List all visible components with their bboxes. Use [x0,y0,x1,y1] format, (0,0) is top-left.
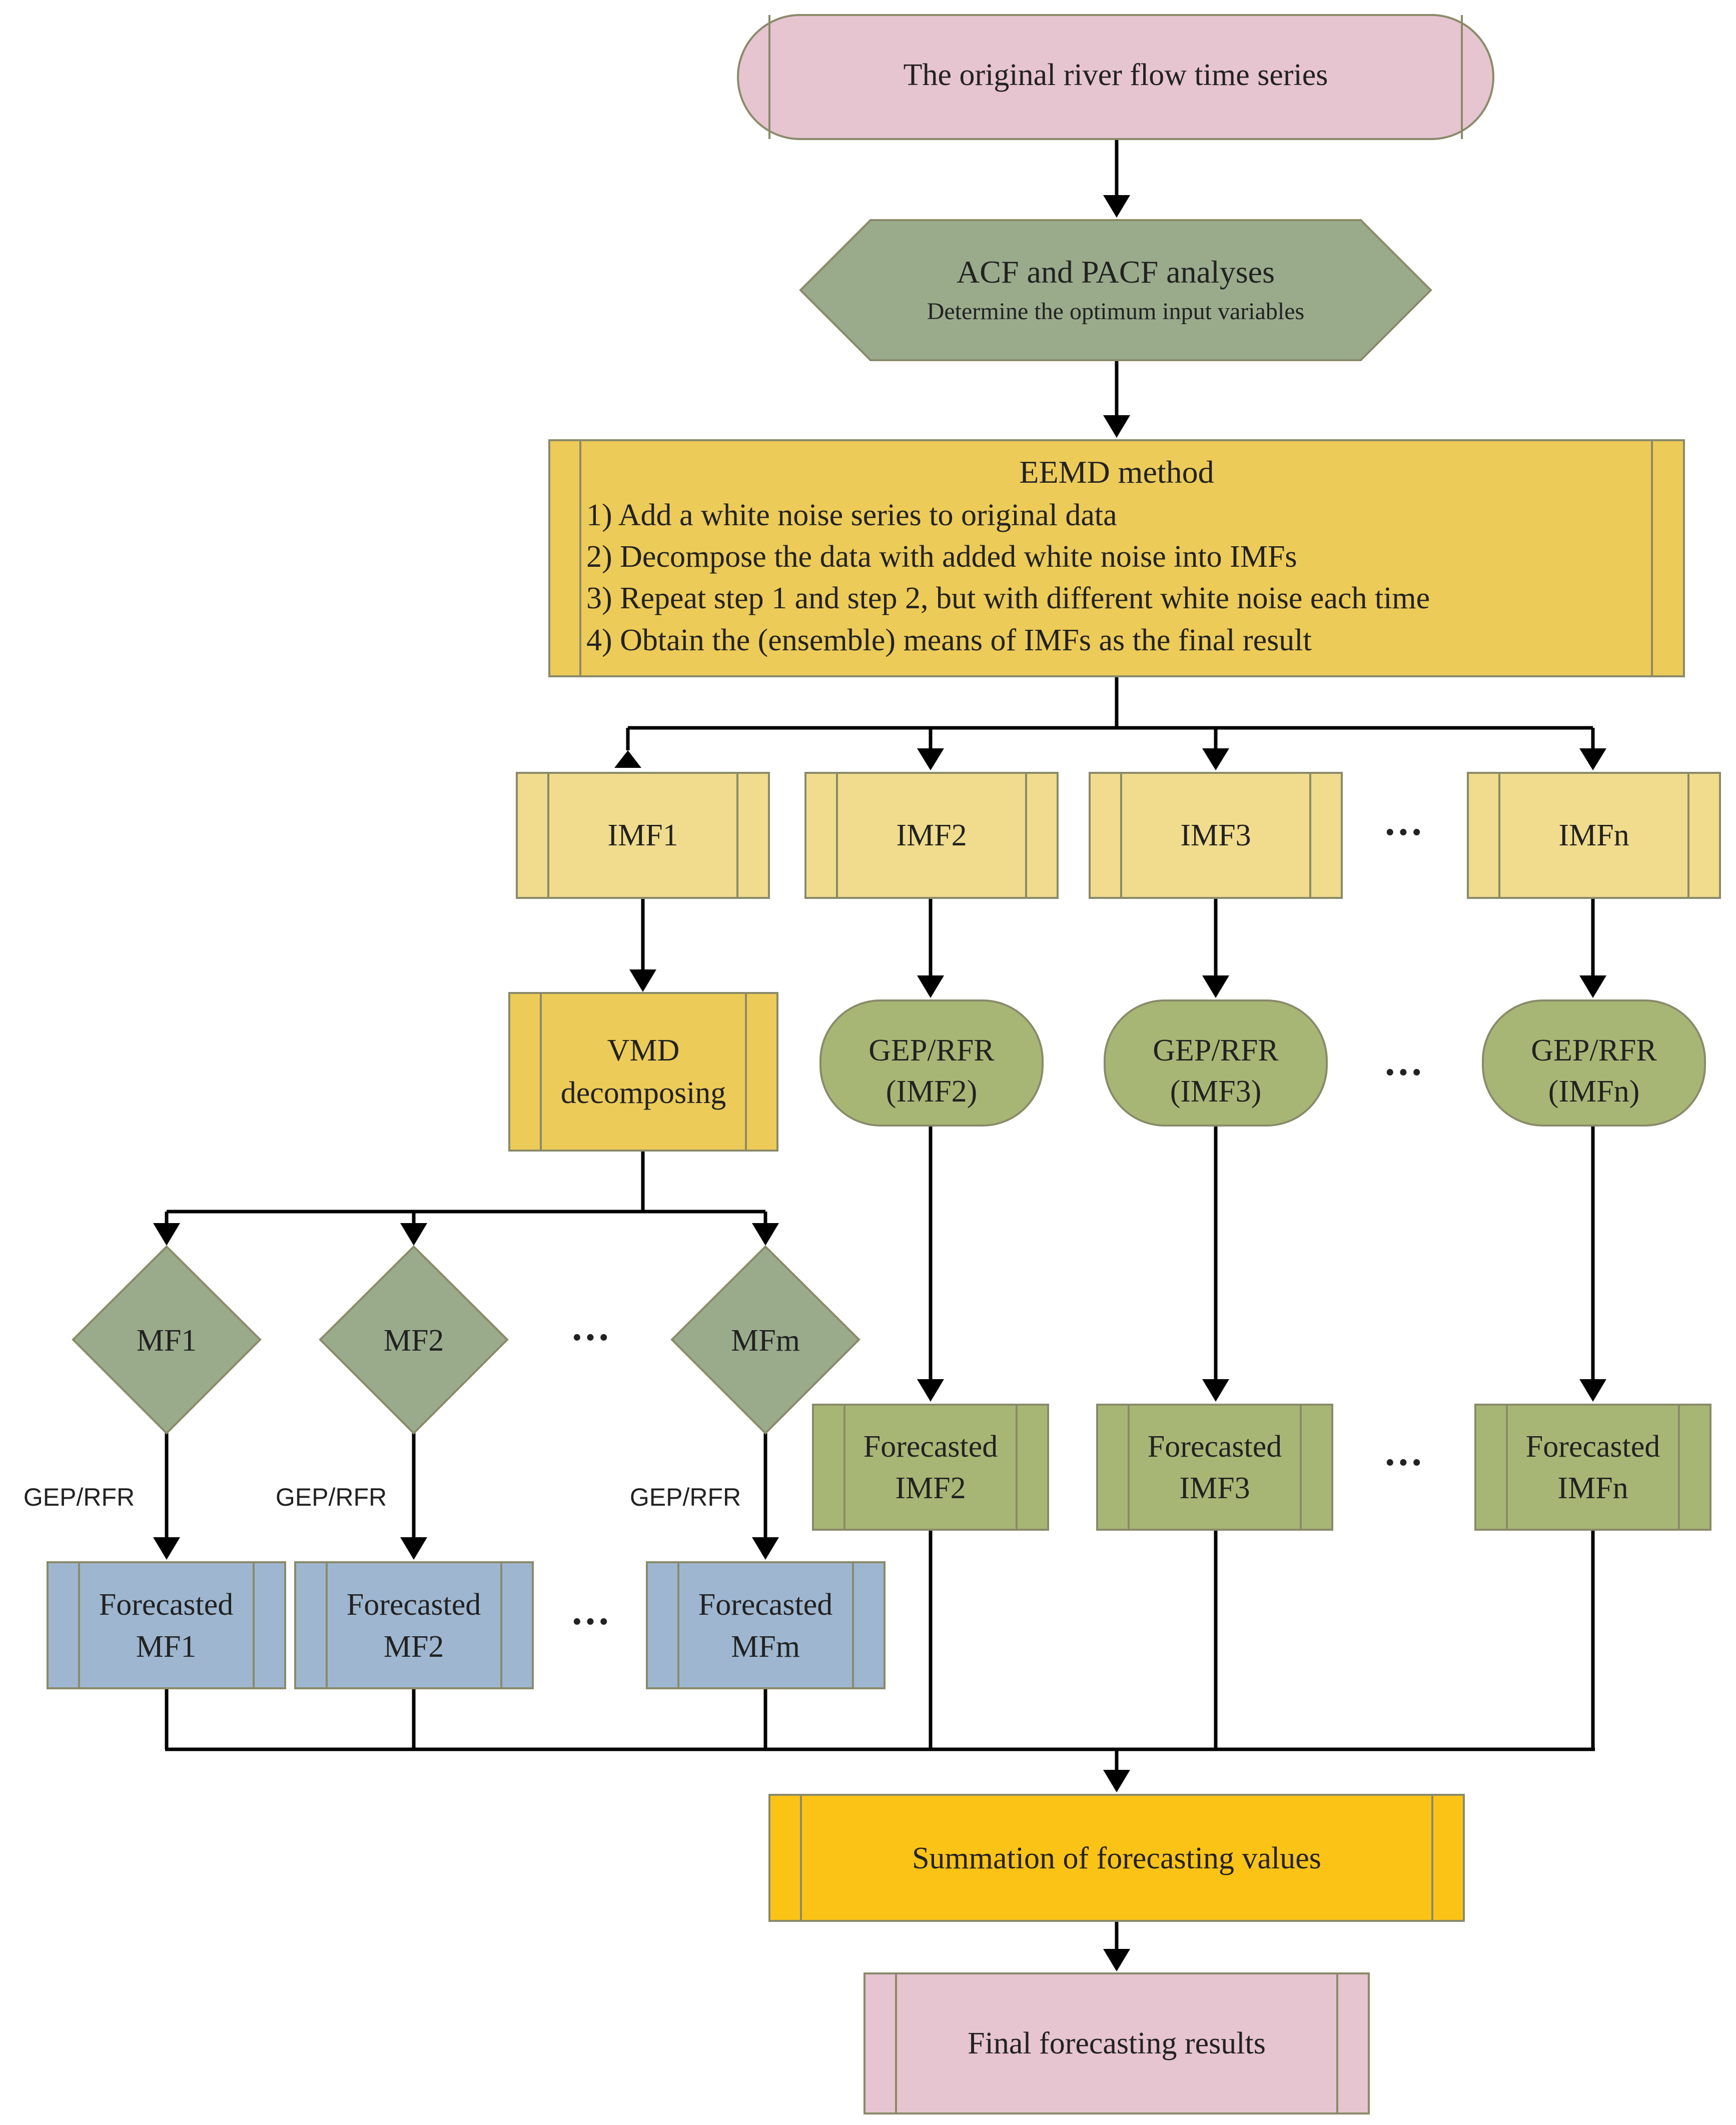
acf-subtitle: Determine the optimum input variables [927,298,1304,325]
connectors [153,139,1606,1971]
mf2-label: MF2 [384,1324,444,1358]
forecasted-mf-ellipsis: ··· [570,1600,610,1644]
forecasted-mfm-label-2: MFm [731,1630,800,1664]
gep-imf3-label-1: GEP/RFR [1153,1033,1279,1068]
arrowhead [1103,415,1130,438]
mf1-label: MF1 [137,1324,197,1358]
forecasted-mf1-node: Forecasted MF1 [47,1561,286,1689]
mf-ellipsis: ··· [570,1316,610,1360]
forecasted-mf2-label-1: Forecasted [347,1588,481,1622]
arrowhead [629,969,656,992]
forecasted-imf3-label-2: IMF3 [1179,1471,1250,1505]
forecasted-imf2-label-2: IMF2 [895,1471,966,1505]
gep-imf3-node: GEP/RFR (IMF3) [1104,999,1328,1127]
gep-imf2-node: GEP/RFR (IMF2) [819,999,1044,1127]
eemd-node: EEMD method 1) Add a white noise series … [548,439,1685,677]
final-label: Final forecasting results [968,2026,1266,2060]
arrowhead [1202,1379,1229,1402]
forecasted-imf2-node: Forecasted IMF2 [812,1404,1049,1531]
forecasted-imf3-label-1: Forecasted [1148,1430,1282,1464]
forecasted-imf3-node: Forecasted IMF3 [1096,1404,1333,1531]
eemd-step-3: 3) Repeat step 1 and step 2, but with di… [586,581,1430,615]
forecasted-imfn-node: Forecasted IMFn [1474,1404,1711,1531]
vmd-label-1: VMD [607,1033,680,1068]
eemd-step-2: 2) Decompose the data with added white n… [586,540,1297,574]
arrowhead [752,1223,779,1246]
forecasted-mf2-node: Forecasted MF2 [294,1561,534,1689]
forecasted-mf1-label-1: Forecasted [99,1588,234,1622]
imfn-label: IMFn [1558,818,1629,852]
arrowhead [400,1223,427,1246]
arrowhead [1579,1379,1606,1402]
arrowhead [1202,975,1229,998]
arrowhead [1579,975,1606,998]
gep-imfn-node: GEP/RFR (IMFn) [1482,999,1706,1127]
forecasted-mf2-label-2: MF2 [384,1630,444,1664]
mf1-node: MF1 [72,1245,262,1435]
gep-imfn-label-1: GEP/RFR [1531,1033,1657,1068]
eemd-step-4: 4) Obtain the (ensemble) means of IMFs a… [586,623,1312,657]
gep-imf2-label-1: GEP/RFR [869,1033,995,1068]
arrowhead [917,748,944,770]
gep-imf3-label-2: (IMF3) [1170,1075,1262,1109]
arrowhead [917,1379,944,1402]
arrowhead [400,1537,427,1560]
start-node: The original river flow time series [737,14,1494,140]
summation-label: Summation of forecasting values [912,1841,1321,1875]
forecasted-mfm-node: Forecasted MFm [646,1561,886,1689]
arrowhead [614,750,641,768]
forecasted-imf-ellipsis: ··· [1383,1441,1423,1485]
forecasted-mfm-label-1: Forecasted [698,1588,833,1622]
imf3-node: IMF3 [1089,772,1343,899]
imf2-node: IMF2 [804,772,1059,899]
forecasted-mf1-label-2: MF1 [136,1630,197,1664]
acf-node: ACF and PACF analyses Determine the opti… [799,219,1432,361]
arrowhead [1579,748,1606,770]
mfm-label: MFm [731,1324,800,1358]
vmd-label-2: decomposing [561,1076,726,1110]
start-label: The original river flow time series [904,58,1328,92]
arrowhead [1103,1949,1130,1971]
forecasted-imfn-label-2: IMFn [1557,1471,1628,1505]
arrowhead [1202,748,1229,770]
gep-ellipsis: ··· [1383,1050,1423,1095]
arrowhead [1103,195,1130,218]
gep-imf2-label-2: (IMF2) [886,1075,978,1109]
arrowhead [153,1223,180,1246]
forecasted-imfn-label-1: Forecasted [1526,1430,1660,1464]
forecasted-imf2-label-1: Forecasted [863,1430,998,1464]
imf-ellipsis: ··· [1383,810,1423,854]
acf-title: ACF and PACF analyses [957,254,1275,290]
mfm-node: MFm [670,1245,860,1435]
arrowhead [153,1537,180,1560]
imfn-node: IMFn [1467,772,1721,899]
imf3-label: IMF3 [1180,818,1251,852]
arrowhead [752,1537,779,1560]
edge-label-mf2: GEP/RFR [276,1483,387,1511]
arrowhead [1103,1770,1130,1792]
arrowhead [917,975,944,998]
final-node: Final forecasting results [863,1972,1370,2114]
gep-imfn-label-2: (IMFn) [1548,1075,1640,1109]
vmd-node: VMD decomposing [508,992,778,1152]
imf1-label: IMF1 [607,818,678,852]
edge-label-mf1: GEP/RFR [24,1483,135,1511]
mf2-node: MF2 [319,1245,509,1435]
eemd-title: EEMD method [1019,454,1214,490]
edge-label-mfm: GEP/RFR [630,1483,741,1511]
summation-node: Summation of forecasting values [768,1794,1465,1922]
imf2-label: IMF2 [896,818,967,852]
imf1-node: IMF1 [516,772,770,899]
eemd-step-1: 1) Add a white noise series to original … [586,498,1117,532]
